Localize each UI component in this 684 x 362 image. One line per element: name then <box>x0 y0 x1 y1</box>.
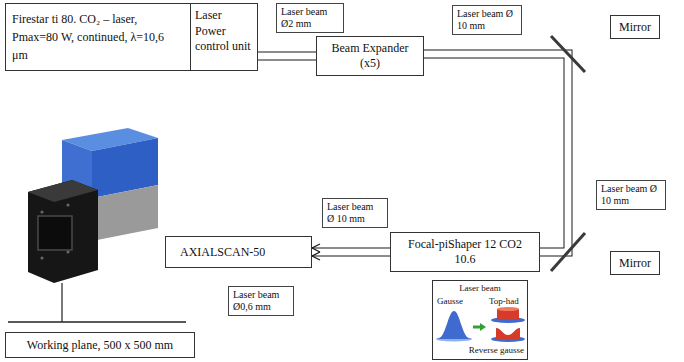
node-label: Focal-piShaper 12 CO2 10.6 <box>397 237 533 267</box>
beam-callout: Laser beam Ø 10 mm <box>596 180 666 210</box>
beam-leader-line <box>61 283 62 322</box>
node-label: Laser beam Ø 10 mm <box>601 183 661 207</box>
arrow-head <box>312 244 320 252</box>
scanner-base-front <box>92 185 158 241</box>
profile-label: Top-had <box>489 296 519 307</box>
beam-line-inner <box>424 51 548 58</box>
mirror-node: Mirror <box>548 219 670 279</box>
mirror-line <box>551 233 585 271</box>
scanner-window <box>38 216 72 250</box>
beam-connector <box>540 252 548 253</box>
beam-line-inner <box>540 249 548 256</box>
beam-line-outer <box>424 50 548 59</box>
gauss-profile <box>437 311 471 339</box>
scanner-screw <box>66 203 69 206</box>
beam-connector <box>257 56 316 57</box>
scanner-screw <box>40 210 43 213</box>
beam-line-outer <box>564 85 573 219</box>
node-label: Beam Expander (x5) <box>323 41 417 71</box>
node-label: Mirror <box>610 251 660 275</box>
profile-label: Reverse gausse <box>469 345 524 356</box>
reverse-profile <box>496 328 520 339</box>
beam-line-outer <box>257 52 316 61</box>
profile-heading: Laser beam <box>433 283 527 294</box>
beam-callout: Laser beam Ø2 mm <box>276 3 344 33</box>
node-label: Laser beam Ø 10 mm <box>457 8 517 32</box>
beam-line-inner <box>312 249 390 256</box>
node-label: Laser beam Ø0,6 mm <box>233 289 289 313</box>
node-label: Mirror <box>610 15 660 39</box>
beam-callout: Laser beam Ø 10 mm <box>452 5 522 35</box>
node-label: Laser Power control unit <box>195 8 253 55</box>
process-box: Working plane, 500 x 500 mm <box>5 332 195 358</box>
beam-stub-outer <box>548 219 568 252</box>
beam-callout: Laser beam Ø 10 mm <box>322 198 388 228</box>
scanner-head <box>28 180 98 283</box>
beam-connector <box>424 54 548 55</box>
beam-callout: Laser beam Ø0,6 mm <box>228 286 294 316</box>
mirror-line <box>551 36 585 72</box>
beam-line-outer <box>312 248 390 257</box>
beam-stub-inner <box>548 219 568 252</box>
beam-connector <box>568 85 569 219</box>
transform-arrow-head <box>480 323 486 331</box>
working-plane-line <box>8 321 186 323</box>
node-label: Laser beam Ø 10 mm <box>327 201 383 225</box>
beam-profile-box: Laser beamGausse Top-hadReverse gausse <box>432 280 528 360</box>
profile-label: Gausse <box>437 296 463 307</box>
process-box: Beam Expander (x5) <box>316 36 424 76</box>
scanner-illustration <box>28 128 158 283</box>
mirror-node: Mirror <box>548 15 670 85</box>
power-control-box: Laser Power control unit <box>190 4 257 70</box>
scanner-screw <box>66 250 69 253</box>
node-label: Working plane, 500 x 500 mm <box>27 338 173 353</box>
beam-line-outer <box>540 248 548 257</box>
node-label: Laser beam Ø2 mm <box>281 6 339 30</box>
beam-stub-inner <box>548 54 568 85</box>
scanner-head-top <box>28 180 98 202</box>
tophat-top <box>497 307 519 311</box>
transform-arrow <box>473 326 481 329</box>
node-label: Firestar ti 80. CO₂ – laser, Pmax=80 W, … <box>6 4 184 70</box>
process-box: AXIALSCAN-50 <box>165 236 312 268</box>
arrow-head <box>312 252 320 260</box>
beam-connector <box>312 244 390 260</box>
scanner-screw <box>40 256 43 259</box>
beam-line-inner <box>565 85 572 219</box>
process-box: Focal-piShaper 12 CO2 10.6 <box>390 232 540 272</box>
beam-line-inner <box>257 53 316 60</box>
node-label: AXIALSCAN-50 <box>180 245 265 260</box>
beam-stub-outer <box>548 54 568 85</box>
laser-source-box: Firestar ti 80. CO₂ – laser, Pmax=80 W, … <box>5 3 258 71</box>
